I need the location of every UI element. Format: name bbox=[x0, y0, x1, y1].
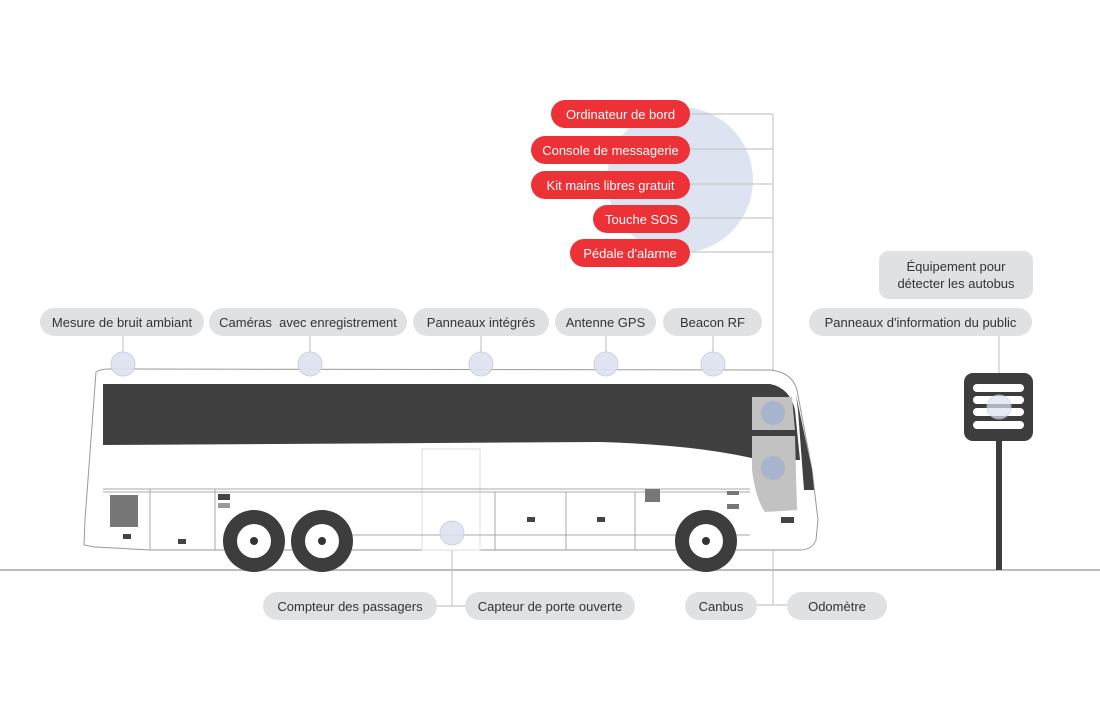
label-integrated-panels: Panneaux intégrés bbox=[413, 308, 549, 336]
bus bbox=[83, 368, 819, 572]
wheel bbox=[675, 510, 737, 572]
label-onboard-computer: Ordinateur de bord bbox=[551, 100, 690, 128]
label-rf-beacon: Beacon RF bbox=[663, 308, 762, 336]
label-messaging-console: Console de messagerie bbox=[531, 136, 690, 164]
label-public-info-panels: Panneaux d'information du public bbox=[809, 308, 1032, 336]
wheel bbox=[291, 510, 353, 572]
label-bus-detection: Équipement pour détecter les autobus bbox=[879, 251, 1033, 299]
label-noise-measure: Mesure de bruit ambiant bbox=[40, 308, 204, 336]
label-passenger-counter: Compteur des passagers bbox=[263, 592, 437, 620]
sensor-points bbox=[110, 351, 1012, 546]
wheel bbox=[223, 510, 285, 572]
label-handsfree-kit: Kit mains libres gratuit bbox=[531, 171, 690, 199]
label-cameras: Caméras avec enregistrement bbox=[209, 308, 407, 336]
label-canbus: Canbus bbox=[685, 592, 757, 620]
label-odometer: Odomètre bbox=[787, 592, 887, 620]
label-gps-antenna: Antenne GPS bbox=[555, 308, 656, 336]
connector-lines bbox=[122, 113, 1000, 607]
label-alarm-pedal: Pédale d'alarme bbox=[570, 239, 690, 267]
label-sos-button: Touche SOS bbox=[593, 205, 690, 233]
label-door-sensor: Capteur de porte ouverte bbox=[465, 592, 635, 620]
